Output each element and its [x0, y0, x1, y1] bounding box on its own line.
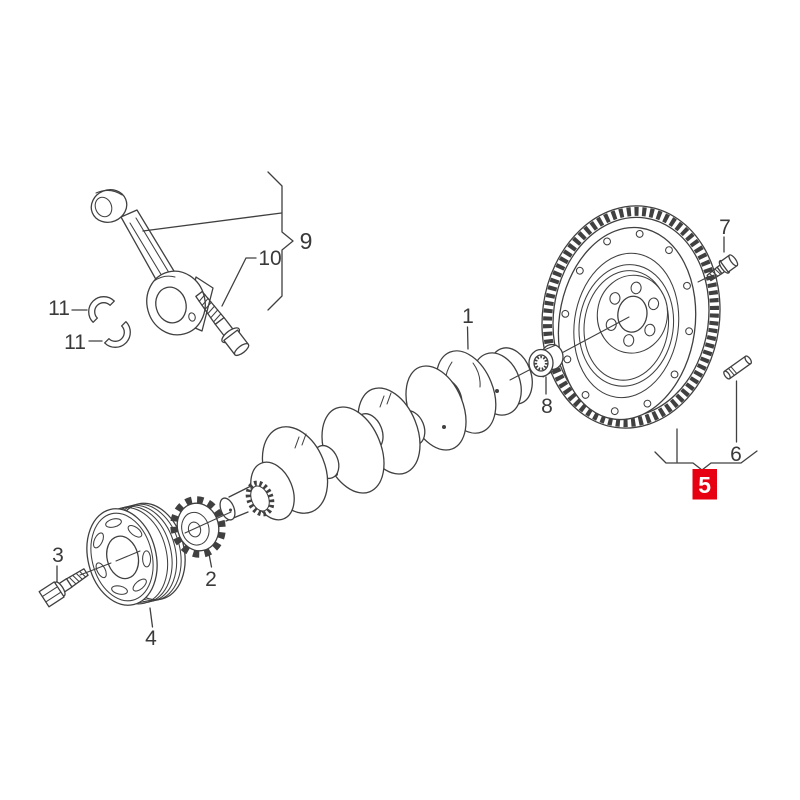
- callout-3: 3: [52, 544, 64, 567]
- callout-5-group: 5: [654, 428, 758, 500]
- flywheel-ring-gear: [542, 206, 720, 428]
- crank-spline-teeth: [245, 480, 275, 517]
- flywheel-bolt-holes: [605, 281, 660, 347]
- callout-8-group: 8: [541, 376, 553, 418]
- pulley-axis-leader: [79, 511, 232, 576]
- callout-10-group: 10: [221, 247, 282, 307]
- callout-7: 7: [719, 216, 731, 239]
- leader-line-10: [221, 257, 257, 307]
- flywheel-rim-holes: [561, 229, 694, 416]
- sprocket-teeth: [170, 496, 226, 558]
- callout-1-group: 1: [462, 305, 474, 350]
- callout-1: 1: [462, 305, 474, 328]
- crankshaft-drawing: [219, 347, 533, 522]
- bearing-needles: [534, 355, 548, 371]
- callout-6-group: 6: [730, 380, 742, 466]
- callout-7-group: 7: [697, 216, 731, 283]
- callout-11a: 11: [48, 297, 70, 320]
- callout-11-group: 11 11: [48, 297, 103, 354]
- callout-9: 9: [300, 228, 313, 254]
- callout-6: 6: [730, 443, 742, 466]
- dowel-pin-drawing: [723, 355, 752, 380]
- pilot-bearing-drawing: [528, 343, 564, 378]
- pulley-bolt-drawing: [38, 568, 89, 608]
- callout-4-group: 4: [145, 607, 157, 650]
- connecting-rod-drawing: [90, 189, 214, 336]
- callout-11b: 11: [64, 331, 86, 354]
- callout-4: 4: [145, 627, 157, 650]
- callout-2-group: 2: [205, 553, 217, 591]
- callout-2: 2: [205, 568, 217, 591]
- leader-line-7-rim: [697, 276, 709, 283]
- flywheel-bolt-drawing: [706, 254, 739, 282]
- bearing-shell-upper: [88, 296, 115, 323]
- callout-9-group: 9: [142, 171, 313, 311]
- bracket-9: [267, 171, 294, 311]
- leader-line-1: [466, 326, 469, 350]
- highlight-box-5: [692, 469, 717, 500]
- flywheel-axis-leader: [509, 316, 630, 381]
- pulley-drawing: [86, 502, 186, 606]
- leader-line-4: [149, 607, 154, 628]
- callout-10: 10: [258, 247, 281, 270]
- callout-5: 5: [698, 472, 711, 498]
- bearing-shells-drawing: [88, 296, 131, 348]
- leader-line-2: [208, 553, 213, 568]
- callout-8: 8: [541, 395, 553, 418]
- rod-bolt-drawing: [195, 290, 250, 357]
- callout-3-group: 3: [52, 544, 64, 582]
- flywheel-drawing: [541, 205, 721, 429]
- leader-line-rod: [142, 212, 283, 232]
- bearing-shell-lower: [104, 321, 131, 348]
